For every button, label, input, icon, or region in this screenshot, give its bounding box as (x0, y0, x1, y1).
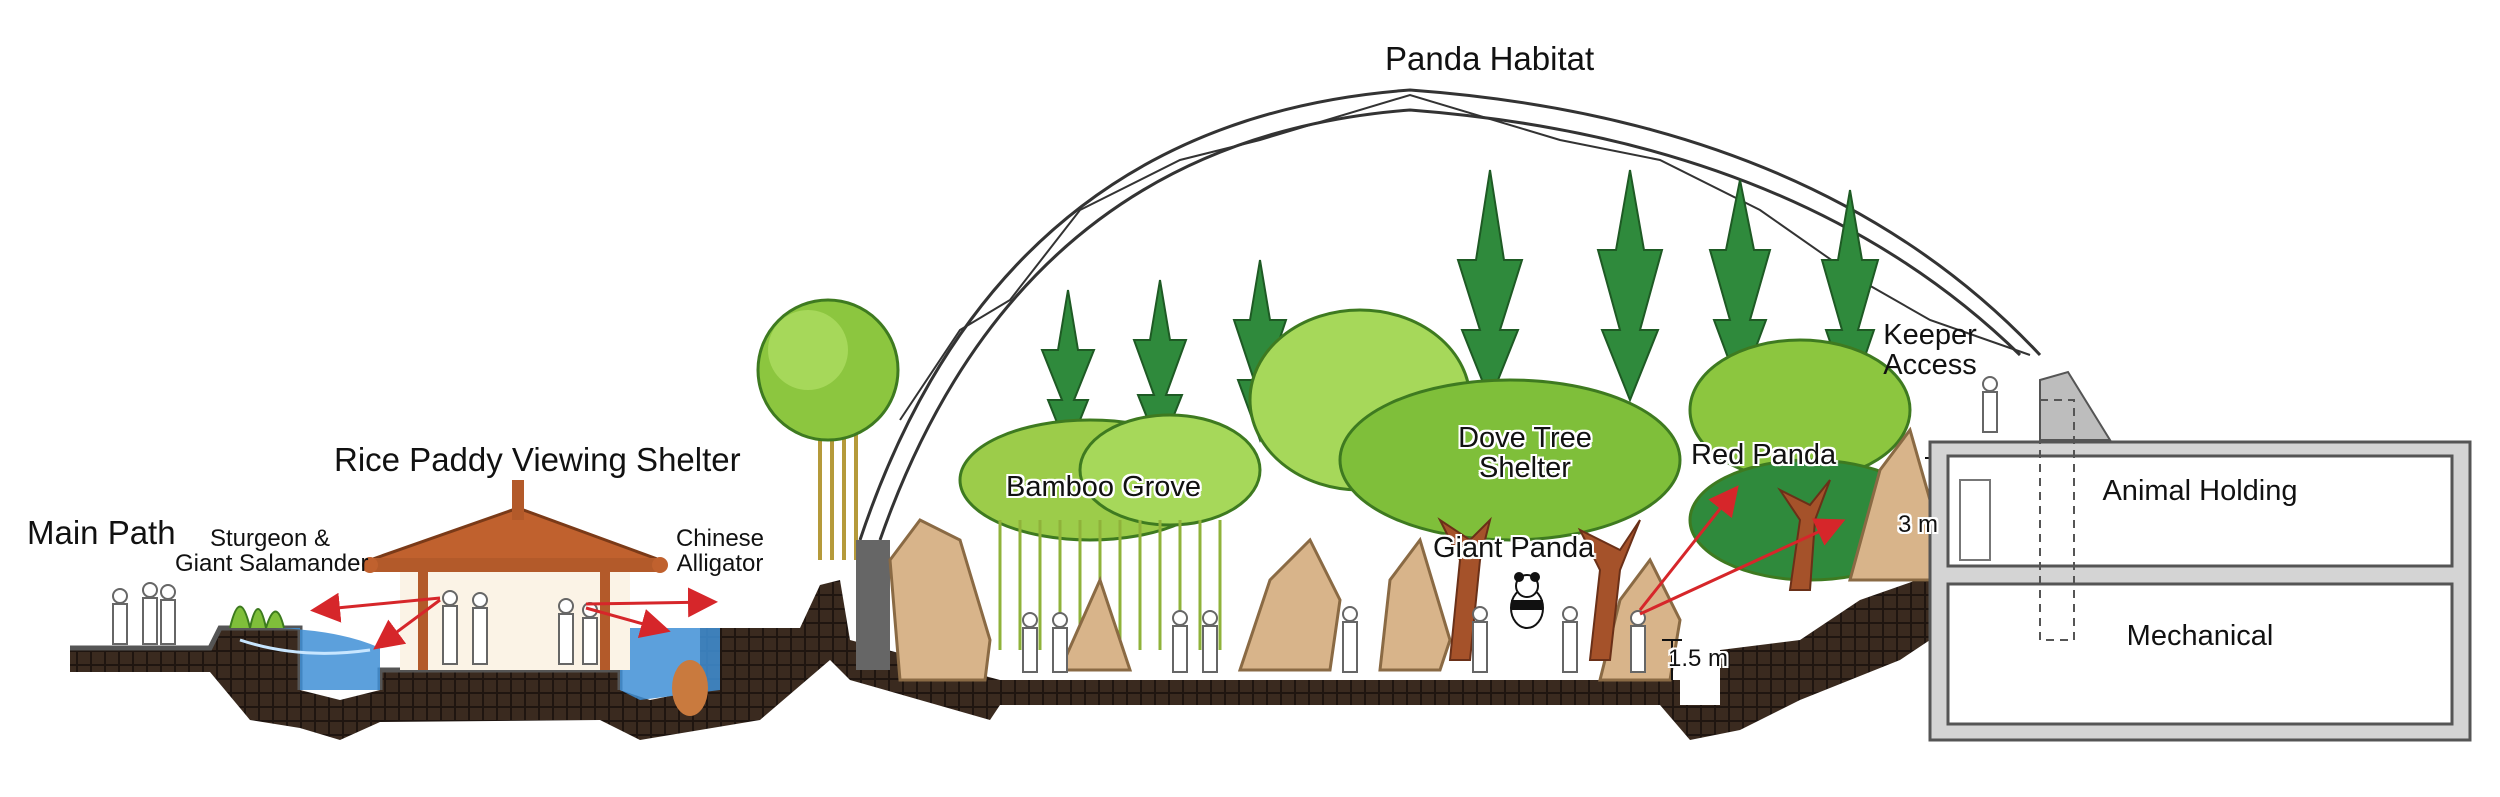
keeper-line2: Access (1883, 349, 1977, 382)
sturgeon-label-line1: Sturgeon & (209, 525, 331, 552)
main-path-label: Main Path (27, 514, 176, 551)
dimension-3m-label: 3 m (1898, 511, 1939, 538)
animal-holding-label: Animal Holding (2102, 475, 2298, 507)
sturgeon-label-line2: Giant Salamander (175, 550, 369, 578)
sturgeon-label: Sturgeon & Giant Salamander (175, 525, 369, 578)
giant-panda-figure (1510, 572, 1544, 629)
dove-tree-line1: Dove Tree (1458, 422, 1592, 454)
service-building (1928, 370, 2472, 742)
outside-tree (756, 298, 900, 560)
path-grass (229, 605, 285, 629)
rice-paddy-shelter-label: Rice Paddy Viewing Shelter (334, 441, 741, 478)
dove-tree-line2: Shelter (1479, 452, 1571, 485)
tree-trunks (1437, 479, 1831, 661)
sturgeon-pool (232, 627, 380, 690)
red-panda-label: Red Panda (1691, 439, 1837, 471)
dimension-1-5m-label: 1.5 m (1668, 645, 1729, 672)
canopy-masses (958, 308, 1932, 582)
bamboo-grove-label: Bamboo Grove (1006, 471, 1202, 503)
keeper-access-label: Keeper Access (1860, 320, 2000, 381)
keeper-line1: Keeper (1883, 319, 1977, 351)
panda-habitat-label: Panda Habitat (1385, 40, 1595, 77)
alligator-pool (620, 628, 720, 716)
alligator-label: Chinese Alligator (660, 525, 780, 578)
dove-tree-shelter-label: Dove Tree Shelter (1425, 423, 1625, 484)
alligator-label-line1: Chinese (675, 525, 765, 552)
entry-wall (856, 540, 890, 670)
conifer-trees (1040, 169, 1880, 453)
alligator-label-line2: Alligator (676, 550, 764, 578)
visitor-figures (112, 376, 2024, 673)
rice-paddy-shelter (362, 480, 668, 670)
giant-panda-label: Giant Panda (1433, 532, 1595, 564)
sightline-arrows (310, 485, 1846, 650)
mechanical-label: Mechanical (2126, 620, 2274, 652)
